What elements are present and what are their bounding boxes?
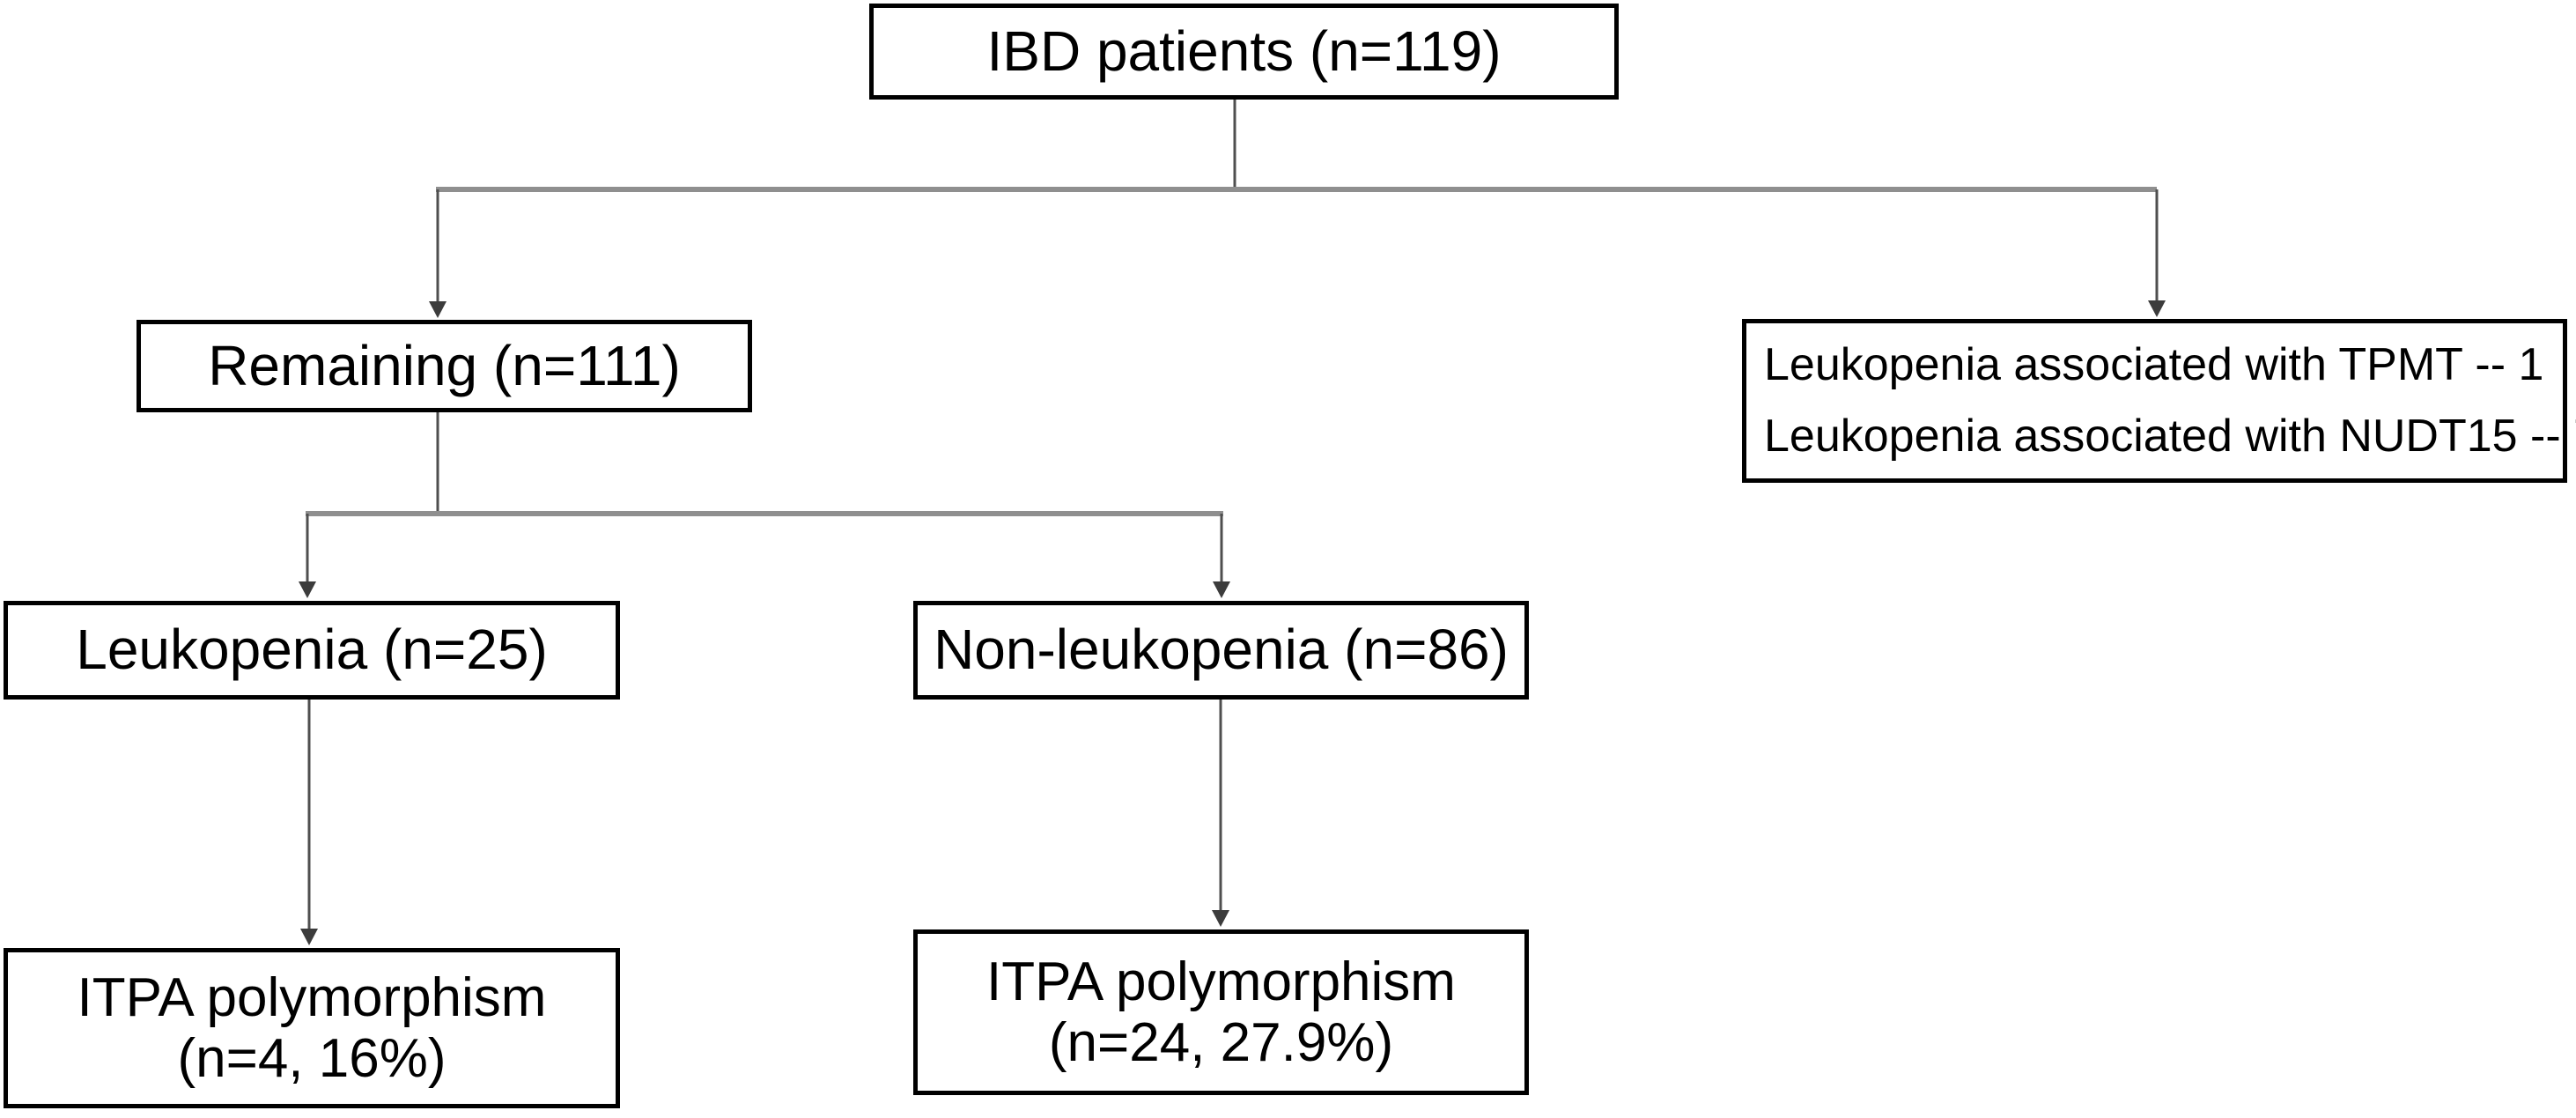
node-non-leukopenia: Non-leukopenia (n=86) [913, 601, 1529, 700]
arrowhead-to-leukopenia [299, 581, 316, 598]
arrowhead-non-leukopenia-to-itpa [1212, 910, 1229, 927]
node-ibd-patients: IBD patients (n=119) [869, 4, 1619, 100]
node-itpa-leukopenia: ITPA polymorphism (n=4, 16%) [4, 948, 620, 1108]
node-leukopenia: Leukopenia (n=25) [4, 601, 620, 700]
node-itpa-leukopenia-line2: (n=4, 16%) [177, 1028, 447, 1089]
node-remaining-label: Remaining (n=111) [208, 333, 681, 397]
node-non-leukopenia-label: Non-leukopenia (n=86) [934, 618, 1509, 682]
node-itpa-leukopenia-line1: ITPA polymorphism [77, 966, 547, 1028]
node-itpa-non-leukopenia: ITPA polymorphism (n=24, 27.9%) [913, 929, 1529, 1095]
node-itpa-non-leukopenia-line2: (n=24, 27.9%) [1048, 1012, 1394, 1073]
node-exclusions-line1: Leukopenia associated with TPMT -- 1 [1764, 339, 2544, 391]
arrowhead-to-non-leukopenia [1213, 581, 1230, 598]
node-exclusions-line2: Leukopenia associated with NUDT15 -- 7 [1764, 411, 2576, 462]
arrowhead-to-exclusions [2148, 300, 2166, 317]
node-ibd-patients-label: IBD patients (n=119) [986, 19, 1502, 83]
arrowhead-to-remaining [429, 301, 447, 318]
node-itpa-non-leukopenia-line1: ITPA polymorphism [986, 951, 1456, 1012]
node-exclusions: Leukopenia associated with TPMT -- 1 Leu… [1742, 319, 2576, 483]
arrowhead-leukopenia-to-itpa [300, 929, 318, 945]
node-leukopenia-label: Leukopenia (n=25) [76, 618, 548, 682]
node-remaining: Remaining (n=111) [137, 320, 752, 412]
